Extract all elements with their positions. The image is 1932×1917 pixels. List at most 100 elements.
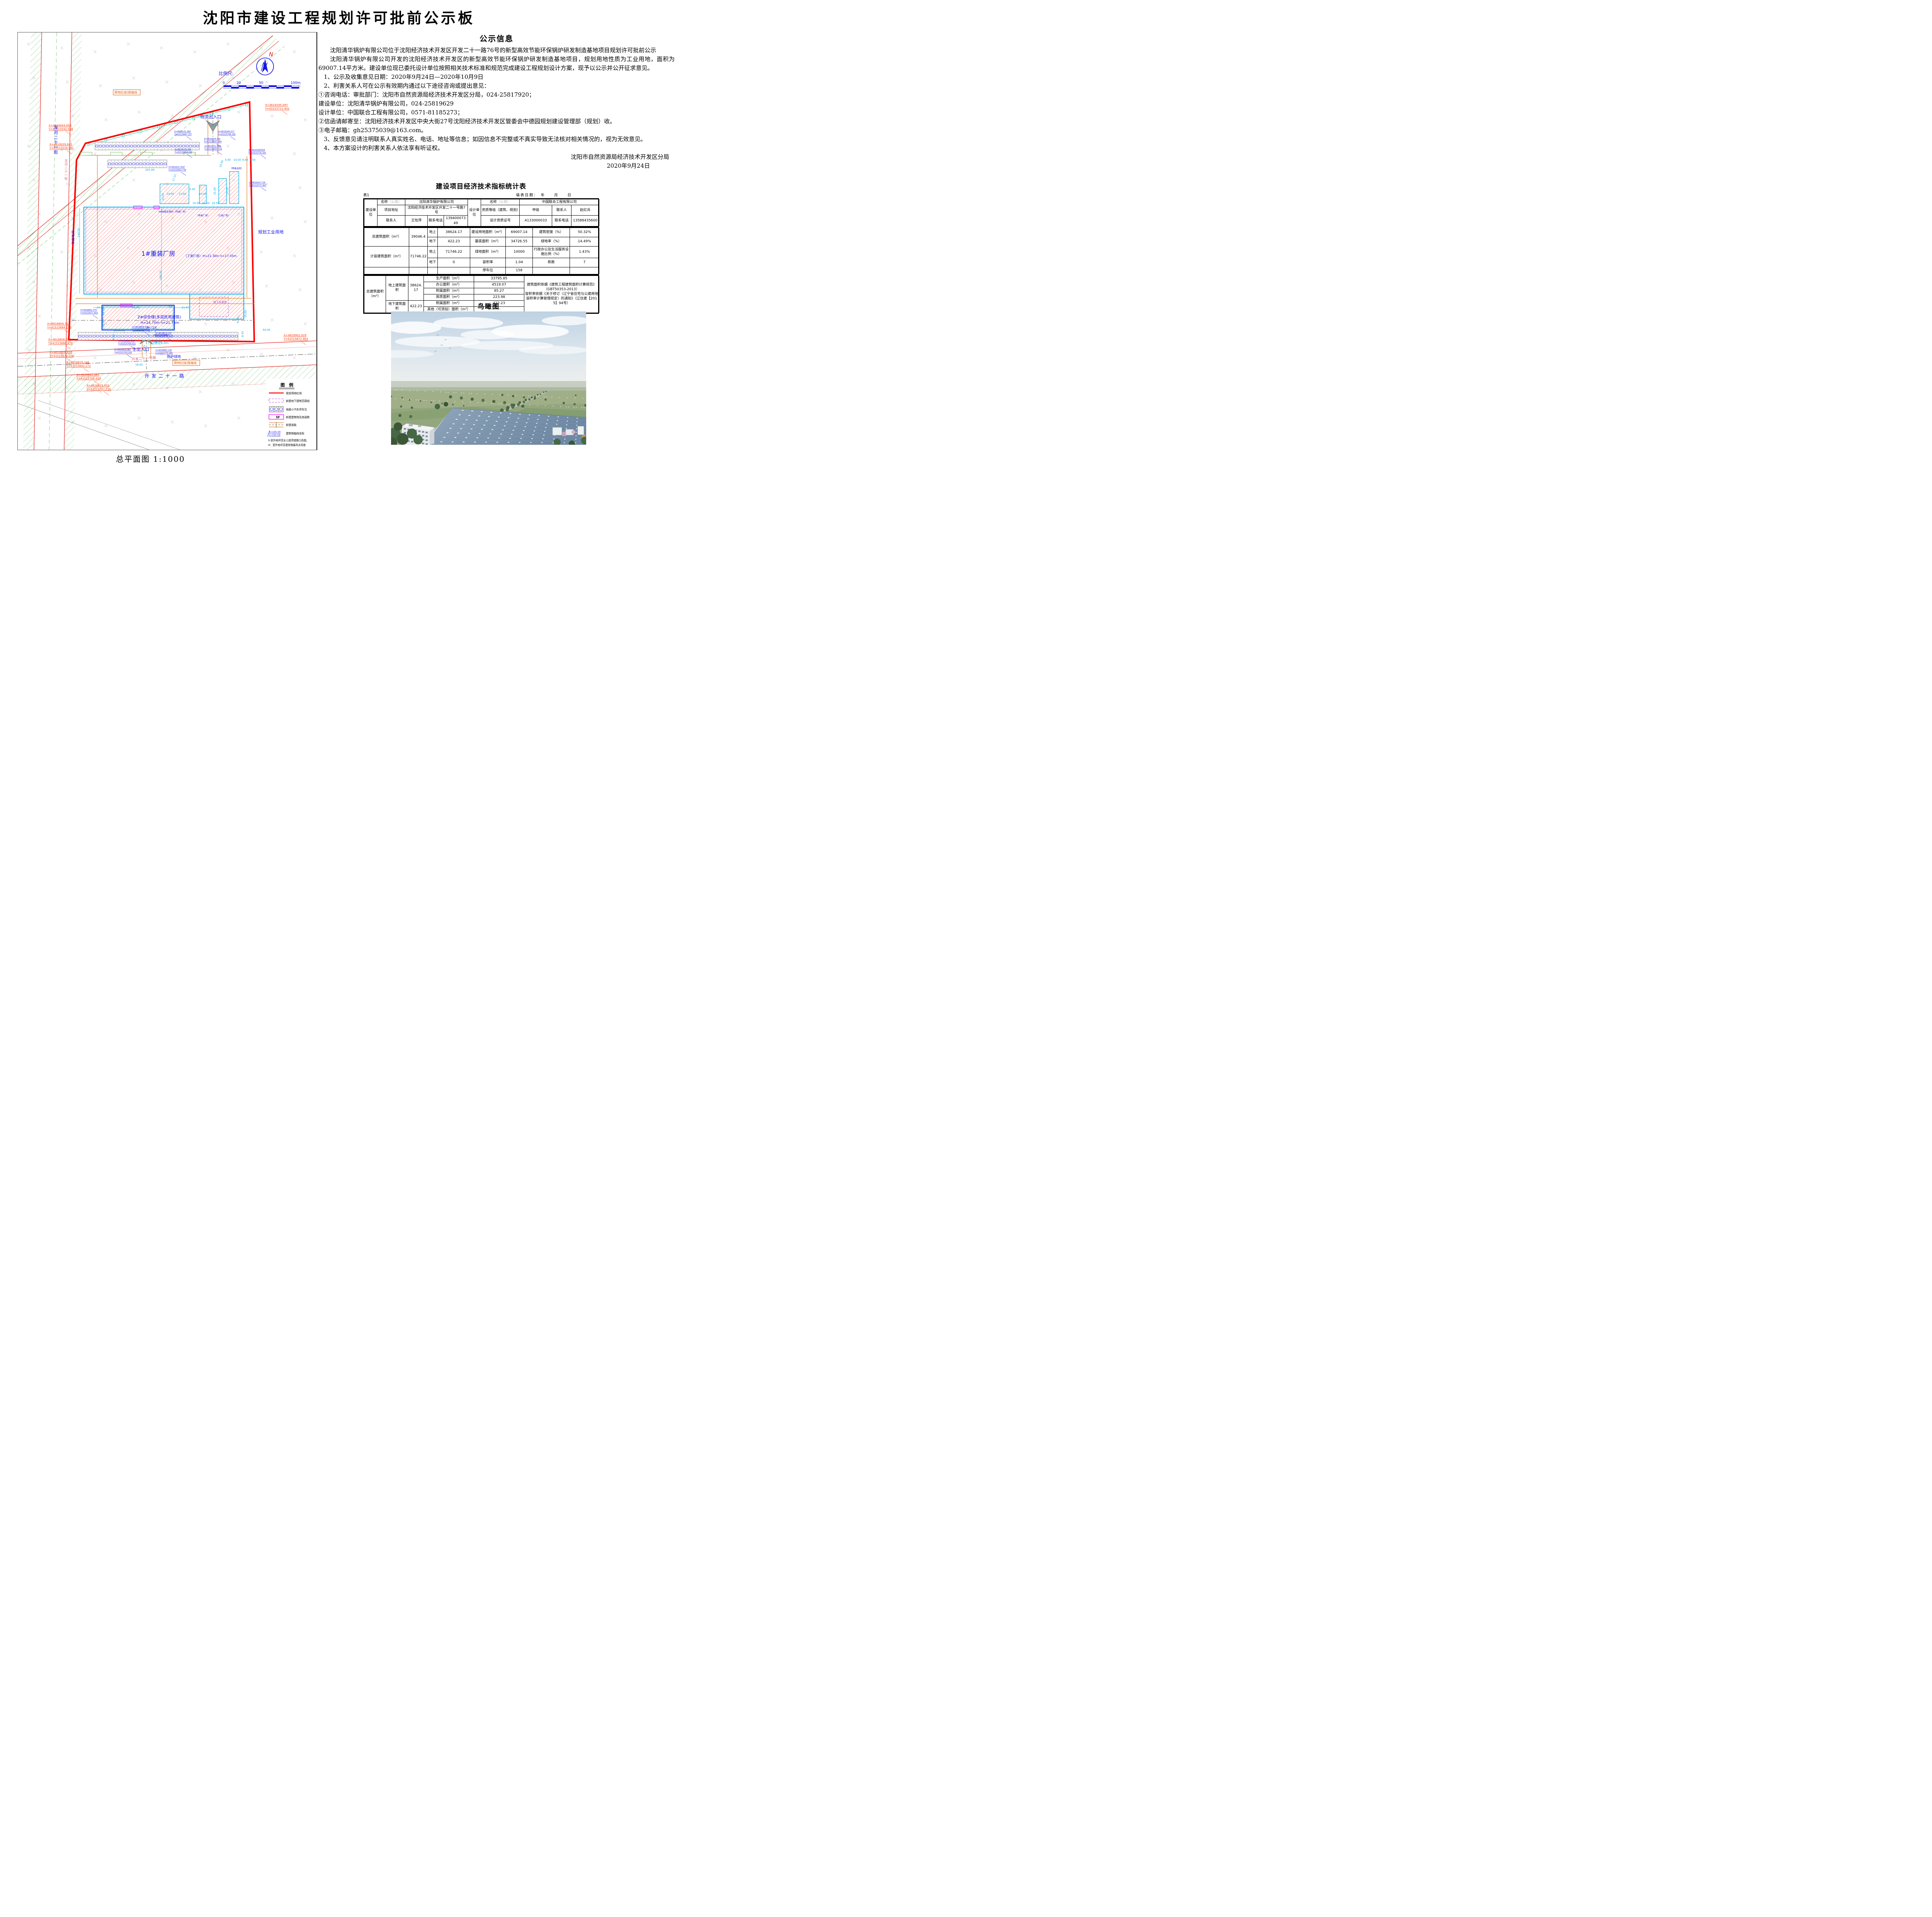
skylight	[519, 442, 520, 443]
dimension-label: 8.50	[250, 158, 255, 162]
cap-area-value: 71746.22	[409, 246, 428, 267]
parking-number-circle	[99, 145, 102, 148]
coord-label-blue: Y=41515654.739	[168, 169, 186, 172]
survey-cross	[259, 250, 263, 254]
fence-square	[122, 134, 125, 137]
coord-label-blue: X=4618865.130	[155, 349, 172, 352]
dimension-label: 11.30	[182, 306, 189, 309]
avenue-tree	[506, 406, 510, 410]
parking-number-circle	[129, 162, 132, 165]
distant-house	[476, 393, 478, 394]
survey-cross	[265, 80, 269, 84]
prod-value: 33795.85	[474, 275, 524, 282]
skylight	[493, 425, 496, 426]
tree	[449, 395, 452, 398]
bk-above-value: 38624.17	[408, 275, 424, 301]
avenue-tree	[528, 398, 531, 401]
name-label: 名称（公章）	[377, 199, 405, 206]
skylight	[488, 416, 490, 417]
parking-number-circle	[213, 335, 216, 338]
indicator-table-section: 建设项目经济技术指标统计表 表1 填表日期： 年 月 日 建设单位 名称（公章）…	[363, 181, 599, 314]
logistics-entrance-arrow	[206, 120, 220, 132]
cap-above-value: 71746.22	[437, 246, 470, 258]
far-label: 容积率	[470, 257, 506, 267]
office-value: 4519.07	[474, 281, 524, 288]
coord-label-red: X=4618902.929	[284, 333, 306, 337]
distant-house	[529, 405, 531, 406]
survey-cross	[126, 42, 130, 46]
parking-number-circle	[137, 145, 140, 148]
coord-label-blue: X=4619154.741	[204, 138, 221, 140]
parking-number-circle	[136, 162, 139, 165]
distant-house	[491, 403, 492, 404]
distant-house	[431, 400, 432, 401]
skylight	[563, 442, 565, 443]
distant-house	[454, 401, 456, 402]
coord-label-blue: Y=41515697.084	[204, 141, 222, 143]
skylight	[575, 435, 577, 436]
parking-number-circle	[175, 145, 178, 148]
distant-house	[401, 390, 403, 391]
survey-cross	[65, 80, 69, 84]
land-label: 建设用地面积（m²）	[470, 227, 506, 237]
foreground-tree	[397, 433, 408, 445]
green-area-label: 绿地面积（m²）	[470, 246, 506, 258]
dimension-label: 4.50	[225, 158, 231, 162]
dimension-label: 24.00	[167, 192, 174, 196]
plan-label: 1#重装厂房	[141, 250, 175, 257]
skylight	[458, 414, 461, 415]
plan-label: 2#综合楼(多层民用建筑)	[138, 315, 181, 320]
dimension-label: 13.00	[179, 192, 186, 196]
site-boundary-redline	[68, 101, 255, 343]
notice-date: 2020年9月24日	[607, 162, 650, 169]
parking-number-circle	[133, 145, 136, 148]
cred-label: 资质等级（建筑、规划）	[481, 205, 520, 216]
avenue-tree	[534, 396, 536, 398]
parking-number-circle	[85, 335, 88, 338]
skylight	[487, 437, 489, 439]
survey-cross	[60, 46, 64, 50]
dimension-label: 14.00	[154, 340, 161, 343]
table-breakdown: 总建筑面积（m²） 地上建筑面积 38624.17 生产面积（m²） 33795…	[364, 275, 599, 313]
tree	[430, 401, 432, 403]
skylight	[509, 413, 512, 414]
store-value: 223.98	[474, 294, 524, 301]
above-label: 地上	[427, 227, 438, 237]
cap-area-label: 计容建筑面积（m²）	[364, 246, 409, 267]
cloud	[387, 321, 441, 334]
parking-number-circle	[118, 162, 121, 165]
green-rate-value: 14.49%	[570, 236, 599, 247]
svg-text:新建地下建筑范围线: 新建地下建筑范围线	[286, 399, 310, 403]
dimension-label: 9.00	[242, 158, 248, 162]
cred-value: 甲级	[519, 205, 552, 216]
distant-house	[493, 403, 494, 404]
dimension-label: 8.42	[241, 331, 244, 337]
parking-number-circle	[158, 145, 161, 148]
skylight	[537, 419, 539, 420]
parking-number-circle	[196, 335, 199, 338]
plan-label: (单层民用建筑)	[153, 334, 169, 337]
parking-number-circle	[150, 162, 153, 165]
skylight	[507, 442, 510, 443]
tree	[391, 396, 392, 397]
notice-board: 沈阳市建设工程规划许可批前公示板	[0, 0, 678, 479]
parking-number-circle	[112, 145, 116, 148]
parking-number-circle	[161, 145, 164, 148]
skylight	[511, 434, 513, 435]
parking-number-circle	[92, 335, 95, 338]
coord-label-blue: Y=41515708.326	[218, 134, 235, 136]
distant-house	[501, 403, 502, 404]
skylight	[449, 428, 452, 429]
notice-paragraph: ①咨询电话：审批部门：沈阳市自然资源局经济技术开发区分局，024-2581792…	[318, 91, 535, 98]
office-window	[422, 431, 424, 433]
dimension-label: 18.00	[135, 363, 143, 366]
coord-label-blue: X=4619164.377	[218, 131, 235, 133]
total-area-label: 总建筑面积（m²）	[364, 227, 409, 247]
survey-cross	[226, 144, 230, 148]
survey-cross	[270, 114, 274, 118]
fence-square	[192, 117, 195, 119]
parking-number-circle	[172, 145, 175, 148]
avenue-tree	[524, 399, 527, 401]
store-label: 库房面积（m²）	[423, 294, 474, 301]
coord-label-blue: X=4619129.184	[175, 148, 191, 151]
